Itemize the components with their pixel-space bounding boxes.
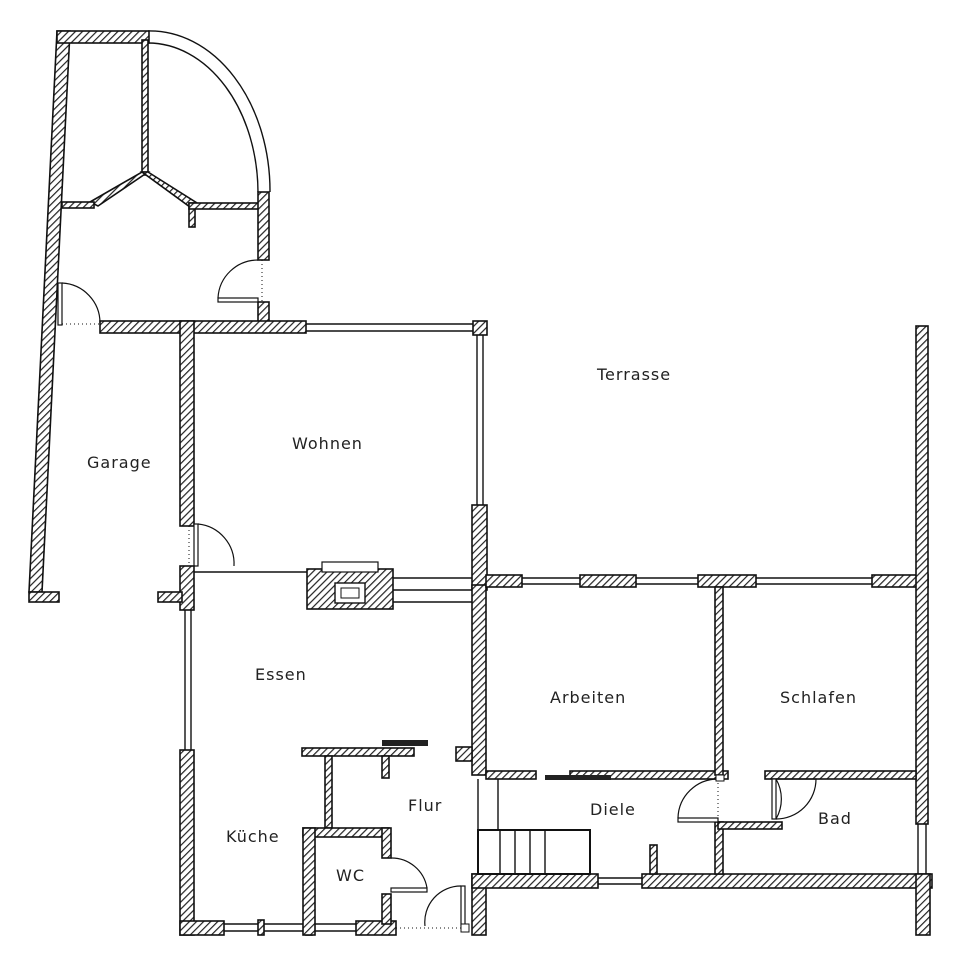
room-label-terrasse: Terrasse [596,365,671,384]
bedroom-walls [485,325,929,875]
room-label-schlafen: Schlafen [780,688,857,707]
essen-walls [157,565,397,936]
schlafen-door [677,774,725,823]
wc-walls [302,827,392,936]
wohnen-door [188,523,235,567]
room-label-flur: Flur [408,796,442,815]
fireplace [194,561,472,610]
room-label-diele: Diele [590,800,636,819]
room-label-wc: WC [336,866,365,885]
garage-walls [28,30,307,603]
room-label-bad: Bad [818,809,852,828]
bay-window [147,30,271,193]
room-label-garage: Garage [87,453,152,472]
center-walls [455,584,933,936]
room-label-arbeiten: Arbeiten [550,688,626,707]
stairs [477,779,591,875]
room-label-essen: Essen [255,665,307,684]
bad-door [771,778,817,820]
room-label-kueche: Küche [226,827,280,846]
kitchen-counter [301,740,428,829]
garage-side-door [57,282,101,326]
garage-rear-door [217,259,263,303]
room-label-wohnen: Wohnen [292,434,363,453]
entry-door [396,885,470,933]
wohnen-walls [179,320,488,591]
wc-door [390,857,428,893]
